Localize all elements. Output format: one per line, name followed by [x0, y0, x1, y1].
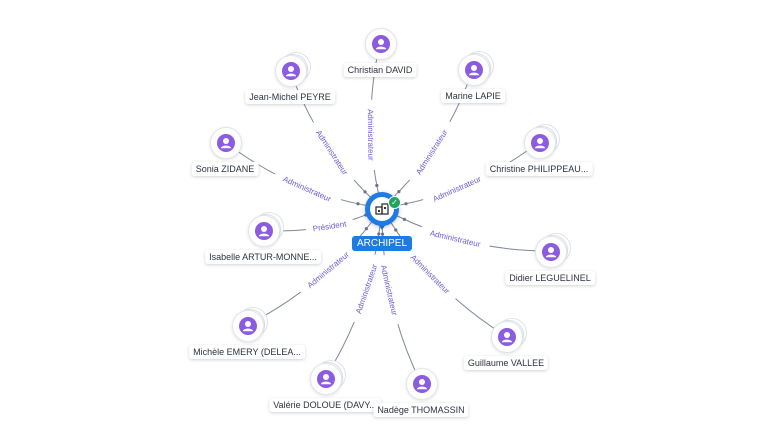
edge-arrow [377, 232, 381, 236]
person-icon [239, 317, 257, 335]
person-icon [498, 328, 516, 346]
person-name[interactable]: Didier LEGUELINEL [505, 271, 595, 285]
edge-arrow [363, 190, 367, 194]
avatar-stack [232, 307, 268, 342]
avatar-stack [248, 212, 284, 247]
relation-label: Administrateur [282, 174, 333, 203]
person-name[interactable]: Christine PHILIPPEAU... [485, 162, 593, 176]
person-avatar[interactable] [406, 368, 438, 400]
person-icon [255, 222, 273, 240]
edge-arrow [397, 190, 401, 194]
relation-label: Président [312, 219, 348, 233]
person-icon [317, 370, 335, 388]
relation-edge [324, 207, 383, 379]
person-name[interactable]: Valérie DOLOUE (DAVY... [269, 398, 381, 412]
edge-arrow [404, 202, 408, 206]
person-avatar[interactable] [365, 28, 397, 60]
building-icon [370, 197, 394, 221]
relation-label-bg [305, 217, 354, 235]
relation-label-bg [422, 169, 491, 208]
person-avatar[interactable] [275, 55, 307, 87]
relation-label: Administrateur [432, 174, 483, 203]
person-name[interactable]: Nadège THOMASSIN [373, 403, 469, 417]
person-avatar[interactable] [491, 321, 523, 353]
edge-arrow [380, 232, 385, 236]
person-icon [465, 61, 483, 79]
edge-arrow [394, 228, 398, 232]
edge-arrow [356, 202, 360, 206]
person-name[interactable]: Michèle EMERY (DELEA... [189, 345, 305, 359]
person-avatar[interactable] [524, 127, 556, 159]
relation-label-bg [308, 120, 356, 185]
avatar-stack [406, 368, 438, 400]
relation-label: Administrateur [366, 109, 376, 161]
person-name[interactable]: Guillaume VALLEE [463, 356, 549, 370]
relation-label-bg [273, 169, 342, 208]
relation-label: Administrateur [314, 129, 350, 177]
relation-label: Administrateur [414, 128, 449, 177]
person-icon [413, 375, 431, 393]
relation-label-bg [402, 245, 459, 303]
person-icon [217, 134, 235, 152]
person-name[interactable]: Christian DAVID [343, 63, 417, 77]
avatar-stack [524, 124, 560, 159]
avatar-stack [365, 28, 397, 60]
relation-label-bg [297, 243, 359, 297]
person-avatar[interactable] [458, 54, 490, 86]
person-name[interactable]: Sonia ZIDANE [191, 162, 259, 176]
avatar-stack [310, 360, 346, 395]
person-name[interactable]: Jean-Michel PEYRE [245, 90, 335, 104]
person-avatar[interactable] [232, 310, 264, 342]
avatar-stack [275, 52, 311, 87]
relation-label: Administrateur [409, 253, 452, 296]
person-avatar[interactable] [210, 127, 242, 159]
avatar-stack [491, 318, 527, 353]
relation-label: Administrateur [429, 229, 482, 250]
person-name[interactable]: Marine LAPIE [441, 89, 505, 103]
person-name[interactable]: Isabelle ARTUR-MONNE... [205, 250, 321, 264]
check-icon: ✓ [388, 196, 401, 209]
relation-label-bg [419, 225, 491, 252]
person-icon [542, 243, 560, 261]
person-avatar[interactable] [248, 215, 280, 247]
edge-arrow [375, 183, 379, 188]
relation-label: Administrateur [354, 263, 379, 315]
relation-label-bg [376, 254, 403, 326]
edge-arrow [402, 217, 406, 221]
avatar-stack [210, 127, 242, 159]
person-icon [531, 134, 549, 152]
person-avatar[interactable] [535, 236, 567, 268]
avatar-stack [535, 233, 571, 268]
edge-arrow [364, 227, 368, 231]
avatar-stack [458, 51, 494, 86]
relation-label-bg [365, 99, 377, 171]
person-avatar[interactable] [310, 363, 342, 395]
person-icon [282, 62, 300, 80]
relation-label-bg [350, 253, 383, 324]
company-label[interactable]: ARCHIPEL [351, 236, 413, 251]
relation-label-bg [408, 119, 455, 185]
person-icon [372, 35, 390, 53]
relation-label: Administrateur [379, 264, 399, 317]
